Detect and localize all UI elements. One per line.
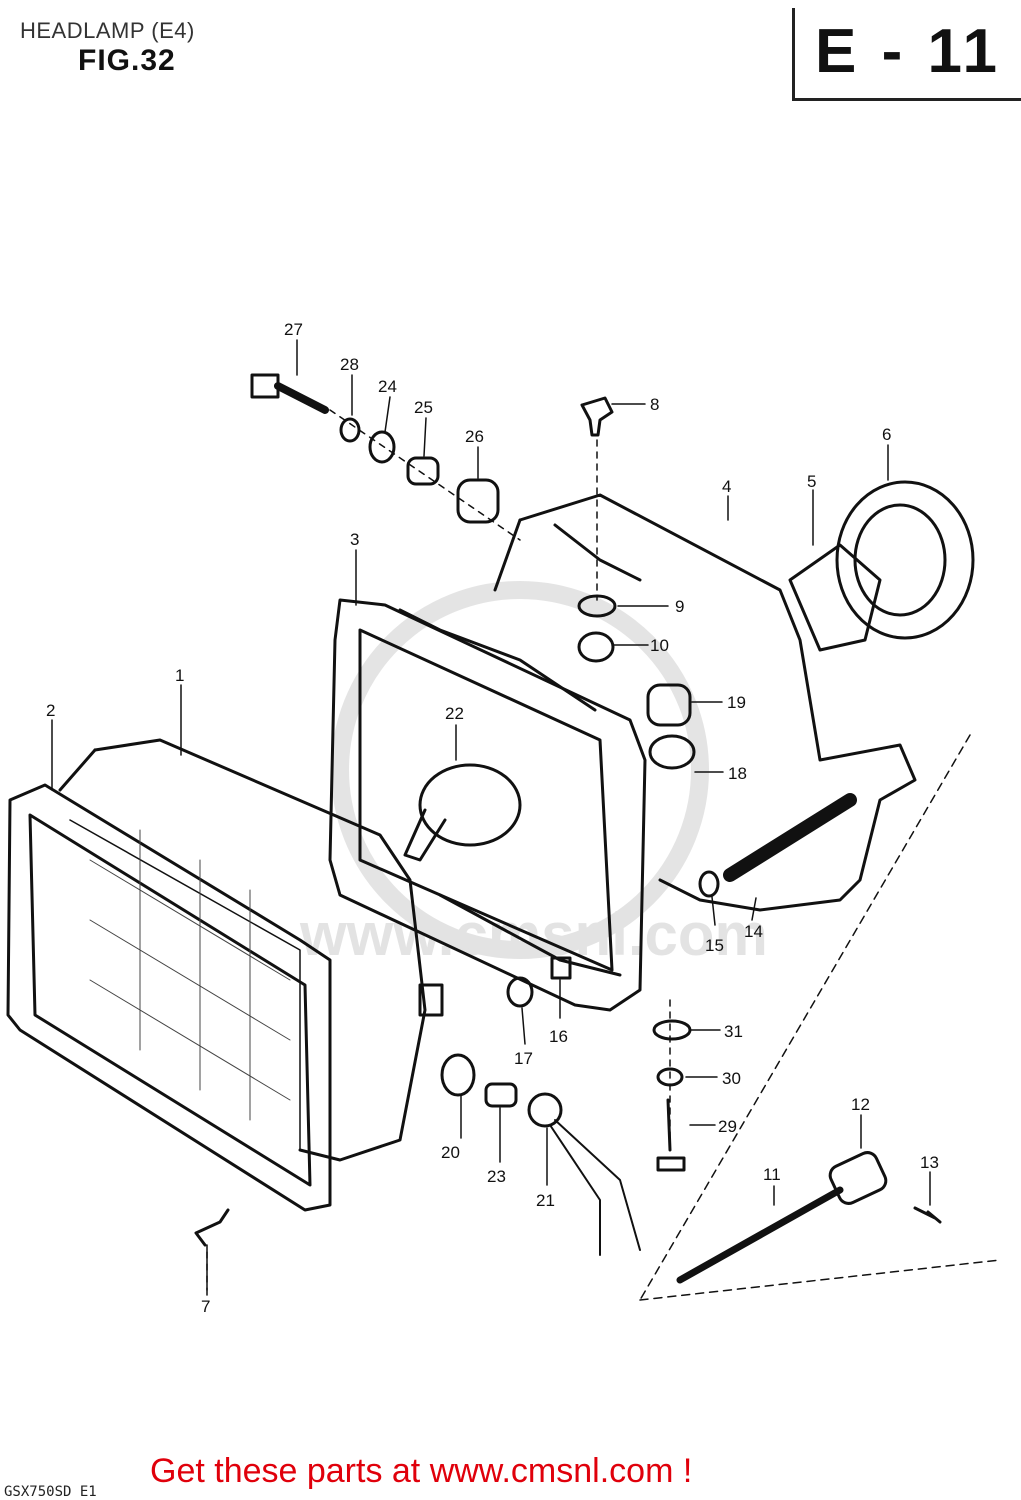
- bulb: [403, 763, 522, 862]
- grommet-18: [648, 734, 696, 770]
- model-code: GSX750SD E1: [4, 1484, 97, 1500]
- washer-24: [368, 430, 396, 464]
- screw-7: [194, 1208, 230, 1247]
- group-outline: [639, 734, 1001, 1301]
- washer-28: [339, 417, 361, 443]
- callout-31: 31: [724, 1022, 743, 1041]
- callout-10: 10: [650, 636, 669, 655]
- callout-26: 26: [465, 427, 484, 446]
- callout-4: 4: [722, 477, 731, 496]
- callout-15: 15: [705, 936, 724, 955]
- screw-8: [580, 396, 614, 437]
- watermark-logo: www.cmsnl.com: [299, 581, 768, 968]
- callout-19: 19: [727, 693, 746, 712]
- callout-22: 22: [445, 704, 464, 723]
- nut-16: [550, 956, 572, 980]
- callout-13: 13: [920, 1153, 939, 1172]
- callout-2: 2: [46, 701, 55, 720]
- mounting-frame: [328, 598, 647, 1012]
- callout-3: 3: [350, 530, 359, 549]
- wire-harness-21: [527, 1092, 641, 1256]
- callout-24: 24: [378, 377, 397, 396]
- washer-31: [652, 1019, 692, 1041]
- callout-21: 21: [536, 1191, 555, 1210]
- headlamp-rim: [6, 783, 332, 1212]
- callout-1: 1: [175, 666, 184, 685]
- adjust-nut-12: [828, 1151, 888, 1205]
- callout-14: 14: [744, 922, 763, 941]
- screw-13: [913, 1206, 942, 1224]
- callout-27: 27: [284, 320, 303, 339]
- grommet-26: [456, 478, 500, 524]
- headlamp-case: [493, 493, 917, 912]
- callout-7: 7: [201, 1297, 210, 1316]
- section-box: [792, 8, 1021, 101]
- callout-23: 23: [487, 1167, 506, 1186]
- callout-25: 25: [414, 398, 433, 417]
- callout-28: 28: [340, 355, 359, 374]
- socket-cover: [788, 480, 975, 652]
- grommet-17: [506, 976, 534, 1008]
- callout-6: 6: [882, 425, 891, 444]
- grommet-20: [440, 1053, 476, 1097]
- sealed-beam-unit: [58, 738, 444, 1162]
- footer-cta-link[interactable]: Get these parts at www.cmsnl.com !: [150, 1452, 693, 1490]
- callout-labels: 1 2 3 4 5 6 7 8 9 10 11 12 13 14 15 16 1…: [46, 320, 939, 1316]
- washer-15: [698, 870, 720, 898]
- callout-9: 9: [675, 597, 684, 616]
- nut-10: [577, 631, 615, 663]
- adjuster-spring: [723, 793, 857, 882]
- page-title: HEADLAMP (E4): [20, 18, 195, 43]
- leader-lines: [51, 339, 931, 1296]
- callout-5: 5: [807, 472, 816, 491]
- callout-11: 11: [763, 1165, 781, 1184]
- adjust-screw-11: [676, 1186, 844, 1284]
- callout-20: 20: [441, 1143, 460, 1162]
- callout-12: 12: [851, 1095, 870, 1114]
- assembly-lines: [206, 409, 671, 1291]
- bolt-27: [250, 373, 329, 414]
- socket-23: [484, 1082, 518, 1108]
- callout-29: 29: [718, 1117, 737, 1136]
- collar-25: [406, 456, 440, 486]
- bolt-29: [656, 1098, 686, 1172]
- callout-18: 18: [728, 764, 747, 783]
- callout-17: 17: [514, 1049, 533, 1068]
- callout-16: 16: [549, 1027, 568, 1046]
- callout-8: 8: [650, 395, 659, 414]
- figure-label: FIG.32: [78, 44, 176, 77]
- callout-30: 30: [722, 1069, 741, 1088]
- section-code: E - 11: [815, 17, 1001, 86]
- cushion-19: [646, 683, 692, 727]
